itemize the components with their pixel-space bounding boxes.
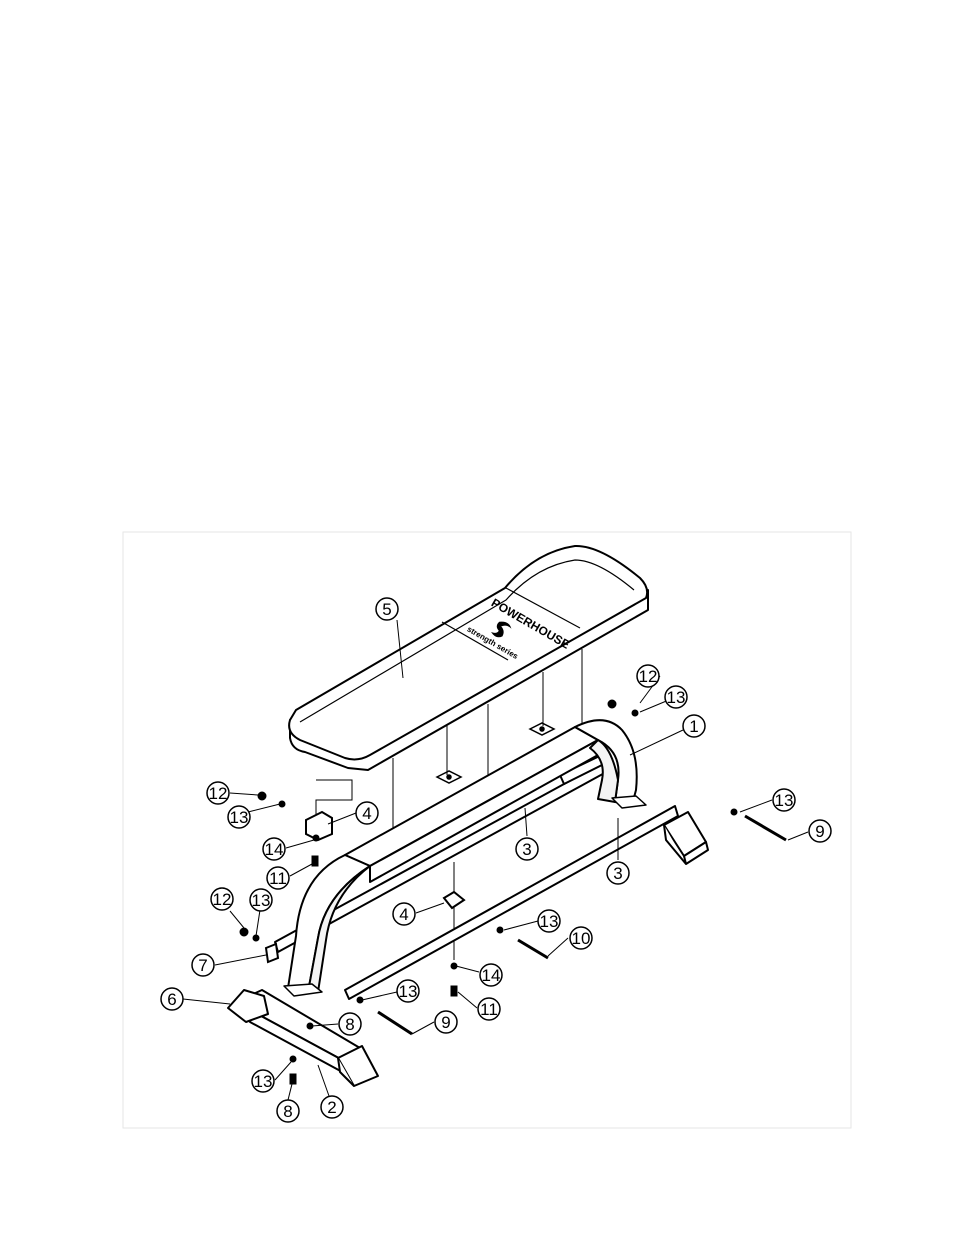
callout-number: 13 [252,891,271,910]
callout-number: 4 [399,905,408,924]
callout-c12-upper-left: 12 [207,782,229,804]
callout-c9-right: 9 [809,820,831,842]
callout-c10-bolt: 10 [570,927,592,949]
callout-c9-front: 9 [435,1011,457,1033]
callout-number: 13 [399,982,418,1001]
callout-number: 13 [667,688,686,707]
callout-number: 10 [572,929,591,948]
callout-c12-top-right: 12 [637,665,659,687]
callout-number: 9 [441,1013,450,1032]
callout-number: 4 [362,804,371,823]
callout-number: 11 [480,1000,498,1019]
callout-number: 8 [283,1102,292,1121]
callout-c5-seat: 5 [376,598,398,620]
callout-c11-upper: 11 [267,867,289,889]
callout-c11-lower: 11 [478,998,500,1020]
callout-number: 13 [775,791,794,810]
callout-number: 1 [689,717,698,736]
callout-c6-cap: 6 [161,988,183,1010]
callout-number: 3 [613,864,622,883]
callout-c12-lower-left: 12 [211,888,233,910]
callout-number: 14 [482,966,501,985]
callout-c13-right: 13 [773,789,795,811]
mounting-bracket-lower [444,892,464,908]
callout-number: 8 [345,1015,354,1034]
mounting-bracket-upper [306,812,332,840]
callout-c7-cap: 7 [192,954,214,976]
callout-number: 5 [382,600,391,619]
callout-c8-bottom: 8 [277,1100,299,1122]
callout-c3-inner: 3 [516,838,538,860]
callout-number: 6 [167,990,176,1009]
callout-c13-top-right: 13 [665,686,687,708]
front-stabilizer [228,990,378,1086]
callout-c2-stabilizer: 2 [321,1096,343,1118]
callout-number: 7 [198,956,207,975]
callout-c3-outer: 3 [607,862,629,884]
callout-number: 12 [639,667,658,686]
callout-number: 13 [540,912,559,931]
callout-c4-lower: 4 [393,903,415,925]
callout-number: 3 [522,840,531,859]
callout-c4-upper: 4 [356,802,378,824]
callout-c13-bottom: 13 [252,1070,274,1092]
callout-number: 11 [269,869,287,888]
callout-c13-upper-left: 13 [228,806,250,828]
callout-c14-lower: 14 [480,964,502,986]
callout-number: 12 [209,784,228,803]
callout-number: 13 [230,808,249,827]
end-cap-7 [266,944,278,962]
callout-c13-middle: 13 [538,910,560,932]
callout-c13-lower-left: 13 [250,889,272,911]
callout-number: 13 [254,1072,273,1091]
callout-c13-front: 13 [397,980,419,1002]
callout-c1-frame: 1 [683,715,705,737]
callout-number: 2 [327,1098,336,1117]
callout-c8-upper: 8 [339,1013,361,1035]
callout-c14-upper: 14 [263,838,285,860]
callout-number: 14 [265,840,284,859]
callout-number: 9 [815,822,824,841]
callout-number: 12 [213,890,232,909]
